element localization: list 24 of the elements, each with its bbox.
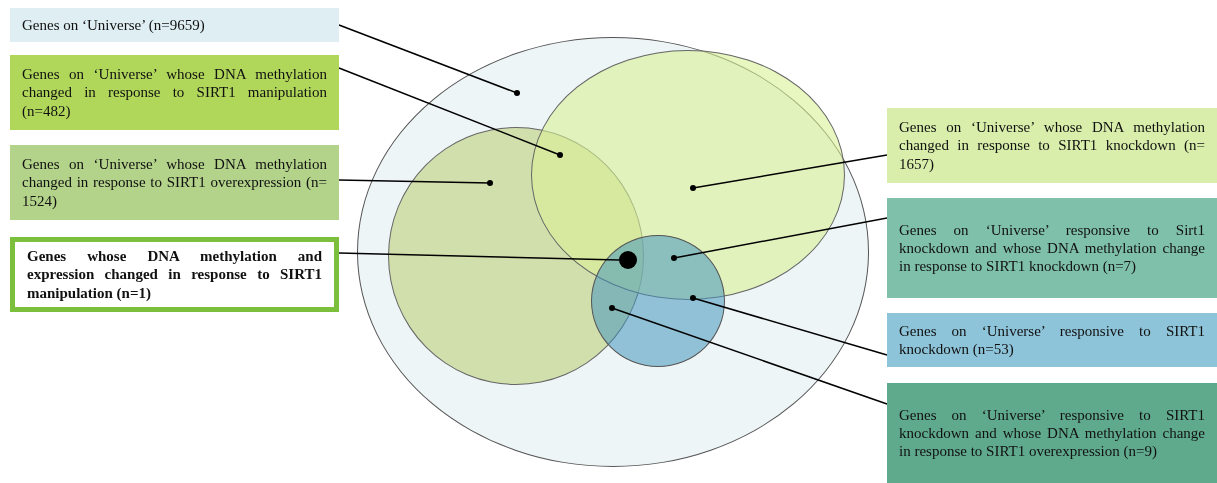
description-text: Genes on ‘Universe’ (n=9659) [22,15,205,35]
description-text: Genes whose DNA methylation and expression changed in response to SIRT1 manipulation (n=1) [27,247,322,302]
leader-line [338,24,520,96]
label-card [10,145,339,220]
description-text: Genes on ‘Universe’ responsive to SIRT1 knockdown (n=53) [899,321,1205,359]
description-text: Genes on ‘Universe’ whose DNA methylation changed in response to SIRT1 knockdown (n= 1657) [899,118,1205,173]
description-text: Genes on ‘Universe’ whose DNA methylation changed in response to SIRT1 manipulation (n=482) [22,65,327,120]
leader-line [609,305,888,405]
leader-line [338,252,620,261]
description-text: Genes on ‘Universe’ responsive to SIRT1 knockdown and whose DNA methylation change in response to SIRT1 overexpression (n=9) [899,405,1205,461]
label-card [887,198,1217,298]
leader-line [690,295,888,356]
description-text: Genes on ‘Universe’ whose DNA methylation changed in response to SIRT1 overexpression (n= 1524) [22,155,327,210]
label-card [887,383,1217,483]
description-text: Genes on ‘Universe’ responsive to Sirt1 knockdown and whose DNA methylation change in response to SIRT1 knockdown (n=7) [899,220,1205,276]
leader-line [671,217,888,261]
label-card [10,237,339,312]
leader-line [338,67,563,158]
leader-line [338,179,493,186]
label-card [887,108,1217,183]
label-card [10,8,339,42]
leader-line [690,154,888,191]
label-card [10,55,339,130]
label-card [887,313,1217,367]
